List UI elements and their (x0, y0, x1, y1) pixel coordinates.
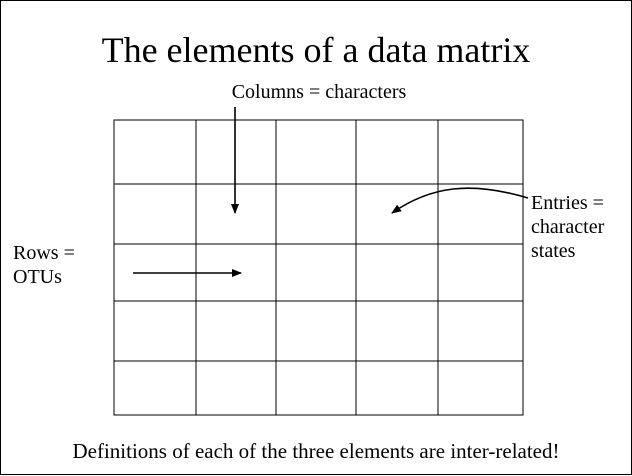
matrix-cell (437, 243, 524, 302)
matrix-cell (437, 300, 524, 362)
matrix-cell (275, 360, 357, 416)
matrix-cell (113, 183, 197, 245)
matrix-cell (113, 360, 197, 416)
matrix-cell (355, 243, 439, 302)
rows-label-line-1: Rows = (13, 242, 75, 264)
matrix-cell (355, 183, 439, 245)
matrix-cell (355, 300, 439, 362)
matrix-cell (355, 119, 439, 185)
matrix-cell (195, 119, 277, 185)
matrix-cell (275, 243, 357, 302)
slide-title: The elements of a data matrix (101, 30, 531, 70)
matrix-cell (195, 183, 277, 245)
entries-label: Entries = character states (531, 191, 631, 263)
matrix-cell (275, 300, 357, 362)
entries-label-line-2: character (531, 216, 605, 238)
data-matrix-grid (113, 119, 524, 416)
matrix-cell (113, 300, 197, 362)
matrix-cell (437, 119, 524, 185)
rows-label: Rows = OTUs (13, 241, 103, 289)
matrix-cell (195, 300, 277, 362)
entries-label-line-1: Entries = (531, 192, 604, 214)
matrix-cell (275, 119, 357, 185)
rows-label-line-2: OTUs (13, 266, 62, 288)
matrix-cell (195, 360, 277, 416)
matrix-cell (437, 360, 524, 416)
entries-arrow (391, 187, 529, 214)
matrix-cell (113, 119, 197, 185)
matrix-cell (275, 183, 357, 245)
columns-label: Columns = characters (231, 81, 407, 103)
entries-label-line-3: states (531, 240, 576, 262)
footer-note: Definitions of each of the three element… (72, 439, 560, 463)
matrix-cell (355, 360, 439, 416)
